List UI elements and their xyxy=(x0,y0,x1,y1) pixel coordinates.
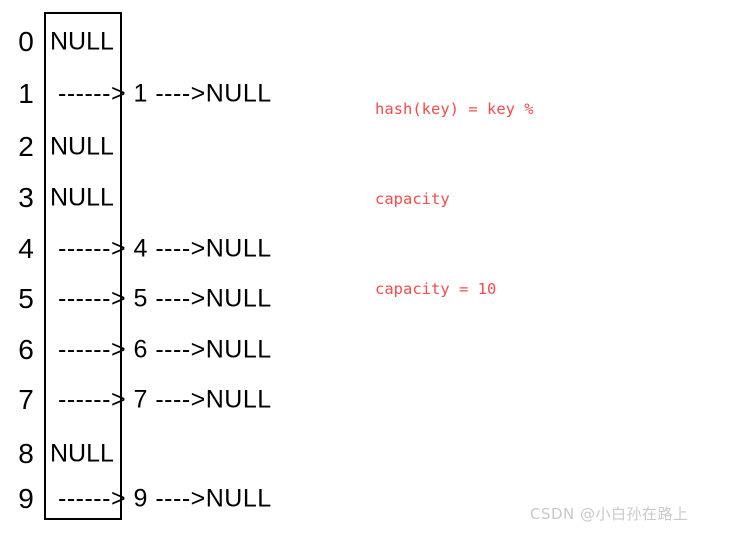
bucket-value-6: ------> 6 ---->NULL xyxy=(58,335,272,364)
bucket-index-3: 3 xyxy=(18,182,34,213)
bucket-value-7: ------> 7 ---->NULL xyxy=(58,385,272,414)
hash-formula-line-2: capacity xyxy=(375,190,450,208)
hash-formula-line-1: hash(key) = key % xyxy=(375,100,534,118)
hash-formula-line-3: capacity = 10 xyxy=(375,280,497,298)
bucket-value-3: NULL xyxy=(50,183,114,212)
csdn-watermark: CSDN @小白孙在路上 xyxy=(530,505,689,523)
bucket-value-0: NULL xyxy=(50,27,114,56)
bucket-index-9: 9 xyxy=(18,483,34,514)
bucket-index-8: 8 xyxy=(18,438,34,469)
bucket-value-5: ------> 5 ---->NULL xyxy=(58,284,272,313)
bucket-index-6: 6 xyxy=(18,334,34,365)
hash-formula-annotation: hash(key) = key % capacity capacity = 10 xyxy=(375,34,534,364)
bucket-value-2: NULL xyxy=(50,132,114,161)
bucket-array-box xyxy=(44,12,122,520)
bucket-value-1: ------> 1 ---->NULL xyxy=(58,79,272,108)
bucket-index-5: 5 xyxy=(18,283,34,314)
bucket-index-4: 4 xyxy=(18,233,34,264)
bucket-value-4: ------> 4 ---->NULL xyxy=(58,234,272,263)
bucket-value-8: NULL xyxy=(50,439,114,468)
bucket-index-0: 0 xyxy=(18,26,34,57)
bucket-index-1: 1 xyxy=(18,78,34,109)
bucket-index-2: 2 xyxy=(18,131,34,162)
bucket-index-7: 7 xyxy=(18,384,34,415)
bucket-value-9: ------> 9 ---->NULL xyxy=(58,484,272,513)
